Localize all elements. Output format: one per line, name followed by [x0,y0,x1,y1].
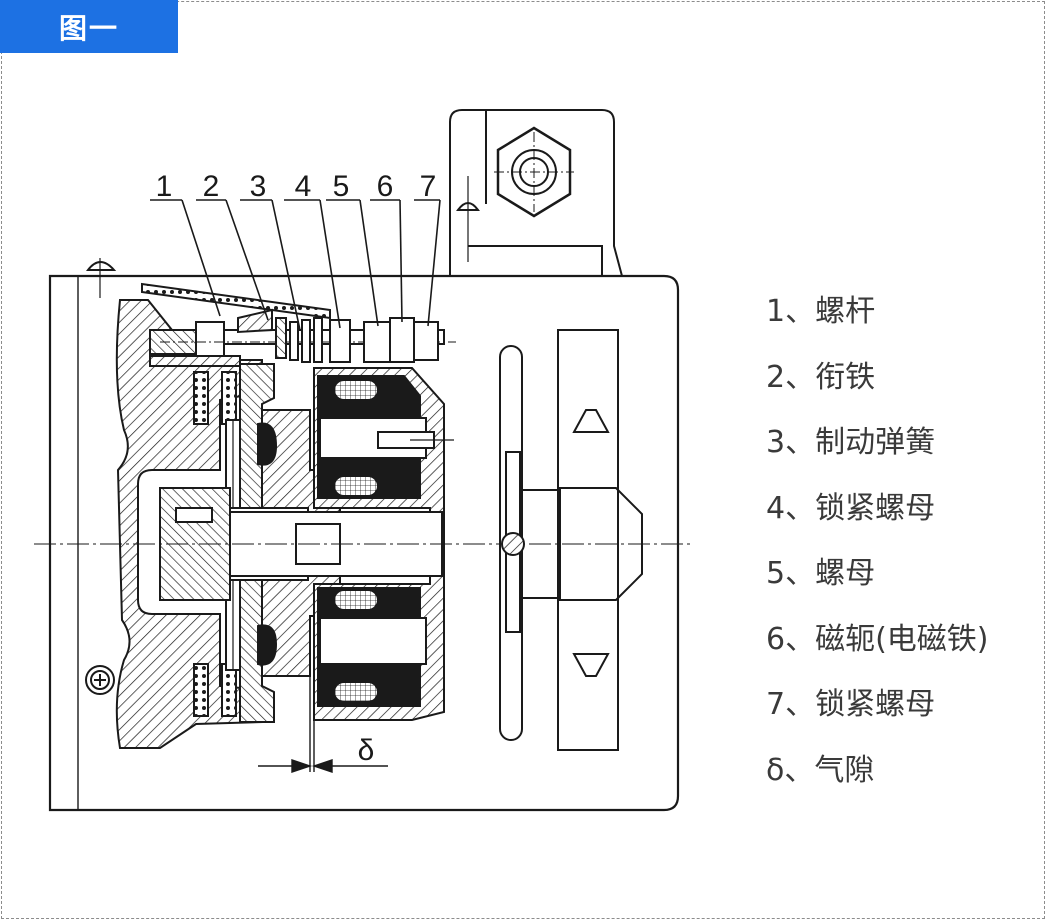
legend-item-air-gap: δ、气隙 [766,752,875,788]
callout-number-6: 6 [377,170,394,203]
electromagnet-yoke [313,367,454,721]
adjustment-assembly [141,282,456,367]
callout-number-7: 7 [420,170,437,203]
motor-housing [48,258,680,812]
legend-item-5: 5、螺母 [766,556,876,591]
legend-item-2: 2、衔铁 [766,359,876,395]
legend-item-3: 3、制动弹簧 [766,425,936,460]
legend-item-1: 1、螺杆 [766,294,876,329]
callout-number-4: 4 [295,170,312,203]
air-gap-dimension [258,676,388,773]
callout-number-1: 1 [156,170,173,203]
legend-item-6: 6、磁轭(电磁铁) [766,621,989,657]
legend: 1、螺杆 2、衔铁 3、制动弹簧 4、锁紧螺母 5、螺母 6、磁轭(电磁铁) 7… [766,286,989,810]
callout-leaders [150,199,441,331]
gap-symbol: δ [358,734,375,767]
mounting-bracket [449,109,623,277]
legend-item-4: 4、锁紧螺母 [766,490,936,526]
callout-number-3: 3 [250,170,267,203]
callout-number-5: 5 [333,170,350,203]
legend-item-7: 7、锁紧螺母 [766,687,936,722]
cooling-fan [499,329,643,751]
end-shield [115,299,263,749]
callout-number-2: 2 [203,170,220,203]
figure-tag: 图一 [0,0,178,53]
